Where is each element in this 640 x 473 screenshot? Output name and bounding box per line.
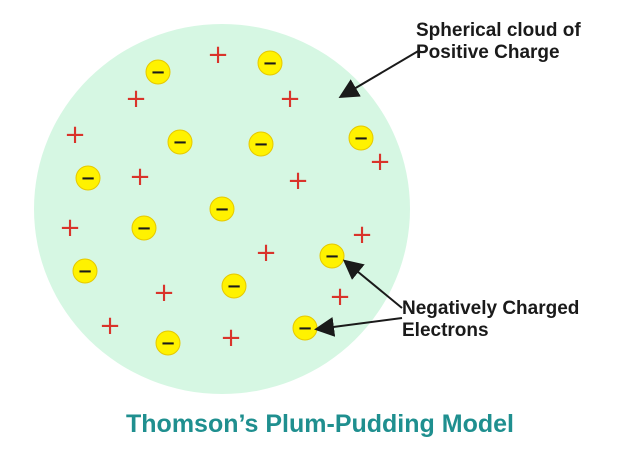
electron-circle <box>167 129 193 155</box>
electron: − <box>348 125 374 151</box>
diagram-title: Thomson’s Plum-Pudding Model <box>126 410 514 438</box>
cloud-label-line2: Positive Charge <box>416 42 560 63</box>
electron: − <box>209 196 235 222</box>
electron-circle <box>257 50 283 76</box>
electron-circle <box>155 330 181 356</box>
electron-circle <box>248 131 274 157</box>
positive-charge-symbol: + <box>287 166 309 196</box>
electron-minus-symbol: − <box>214 199 229 220</box>
electron-minus-symbol: − <box>80 168 95 189</box>
positive-charge-symbol: + <box>129 162 151 192</box>
electron: − <box>155 330 181 356</box>
positive-charge-symbol: + <box>153 278 175 308</box>
electron-minus-symbol: − <box>136 218 151 239</box>
electron-circle <box>72 258 98 284</box>
positive-charge-symbol: + <box>99 311 121 341</box>
positive-charge-symbol: + <box>329 282 351 312</box>
electron-minus-symbol: − <box>253 134 268 155</box>
electron-circle <box>348 125 374 151</box>
positive-charge-symbol: + <box>64 120 86 150</box>
electron-pointer-arrow-lower <box>314 317 403 337</box>
positive-charge-symbol: + <box>279 84 301 114</box>
electron: − <box>145 59 171 85</box>
cloud-pointer-arrow <box>338 49 421 99</box>
electron-circle <box>221 273 247 299</box>
electron: − <box>167 129 193 155</box>
positive-charge-symbol: + <box>255 238 277 268</box>
electron-minus-symbol: − <box>226 276 241 297</box>
electron-circle <box>75 165 101 191</box>
electron: − <box>319 243 345 269</box>
positive-charges-group: + + + + + + + + + + + + + + <box>59 40 391 353</box>
positive-charge-symbol: + <box>59 213 81 243</box>
electron: − <box>72 258 98 284</box>
electron-label-line2: Electrons <box>402 320 489 341</box>
positive-charge-symbol: + <box>351 220 373 250</box>
cloud-label-line1: Spherical cloud of <box>416 20 581 41</box>
electron-circle <box>145 59 171 85</box>
positive-charge-symbol: + <box>125 84 147 114</box>
electron-circle <box>131 215 157 241</box>
electron-minus-symbol: − <box>77 261 92 282</box>
electron-pointer-arrow-upper <box>342 259 403 309</box>
electron: − <box>131 215 157 241</box>
electron-minus-symbol: − <box>324 246 339 267</box>
electron: − <box>221 273 247 299</box>
electron-minus-symbol: − <box>262 53 277 74</box>
cloud-label: Spherical cloud of Positive Charge <box>416 20 581 64</box>
electron: − <box>248 131 274 157</box>
electron-circle <box>319 243 345 269</box>
positive-charge-symbol: + <box>220 323 242 353</box>
electron: − <box>257 50 283 76</box>
positive-charge-symbol: + <box>369 147 391 177</box>
electron: − <box>292 315 318 341</box>
electron-minus-symbol: − <box>353 128 368 149</box>
electron: − <box>75 165 101 191</box>
electron-minus-symbol: − <box>160 333 175 354</box>
electron-minus-symbol: − <box>172 132 187 153</box>
electron-minus-symbol: − <box>150 62 165 83</box>
electron-circle <box>209 196 235 222</box>
positive-charge-symbol: + <box>207 40 229 70</box>
electron-label: Negatively Charged Electrons <box>402 298 579 342</box>
electron-label-line1: Negatively Charged <box>402 298 580 319</box>
electrons-group: − − − − − − − − − − − − − <box>72 50 374 356</box>
electron-minus-symbol: − <box>297 318 312 339</box>
